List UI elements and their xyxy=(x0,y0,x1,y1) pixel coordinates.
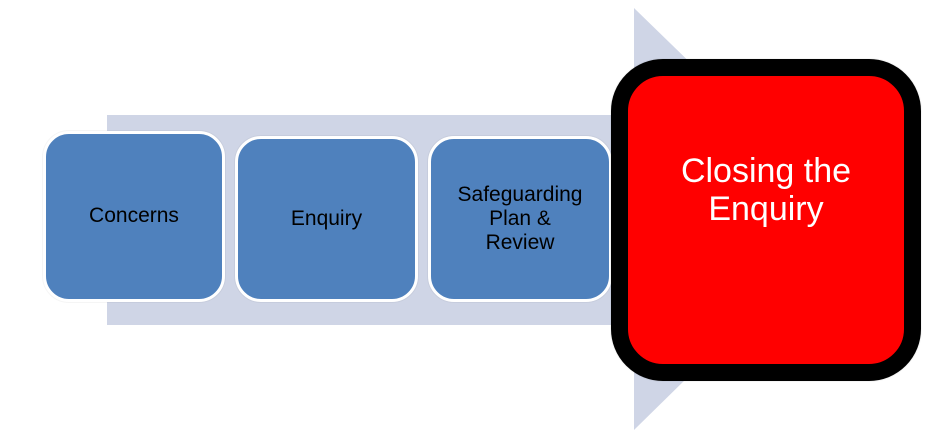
step-safeguarding-plan-review-label: Safeguarding Plan & Review xyxy=(457,182,583,255)
step-enquiry: Enquiry xyxy=(235,136,418,302)
step-enquiry-label: Enquiry xyxy=(290,206,363,230)
step-closing-the-enquiry: Closing the Enquiry xyxy=(611,59,921,381)
step-concerns: Concerns xyxy=(43,131,225,302)
step-safeguarding-plan-review: Safeguarding Plan & Review xyxy=(428,136,612,302)
step-closing-the-enquiry-label: Closing the Enquiry xyxy=(680,151,852,228)
step-concerns-label: Concerns xyxy=(89,204,179,228)
